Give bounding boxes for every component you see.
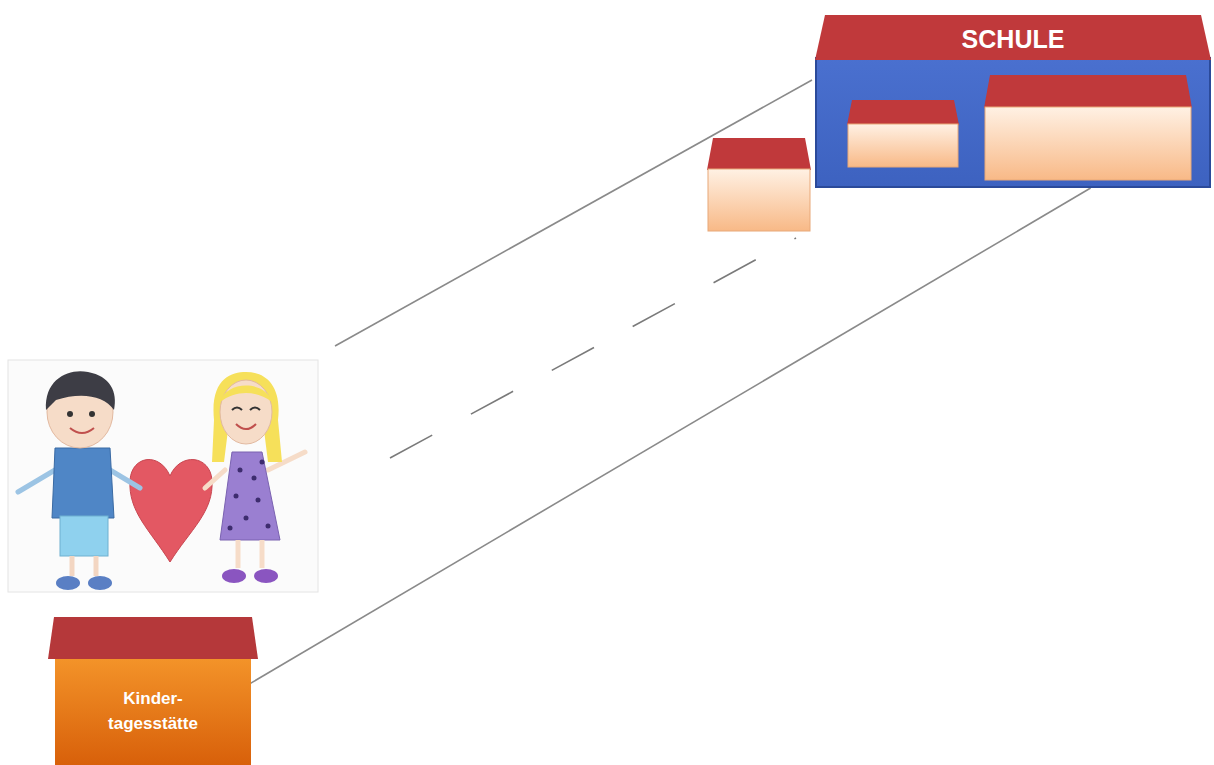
road-center-line [390, 238, 796, 458]
road-edge [335, 80, 812, 346]
school-wing-large [984, 75, 1192, 180]
school-node: SCHULE [815, 15, 1211, 188]
kita-node: Kinder- tagesstätte [48, 617, 258, 765]
children-illustration [8, 360, 318, 592]
school-wing-small [847, 100, 959, 167]
road-edge [250, 188, 1091, 684]
kita-label: Kinder- tagesstätte [93, 677, 213, 747]
school-label: SCHULE [815, 19, 1211, 59]
roadside-house [707, 138, 811, 231]
